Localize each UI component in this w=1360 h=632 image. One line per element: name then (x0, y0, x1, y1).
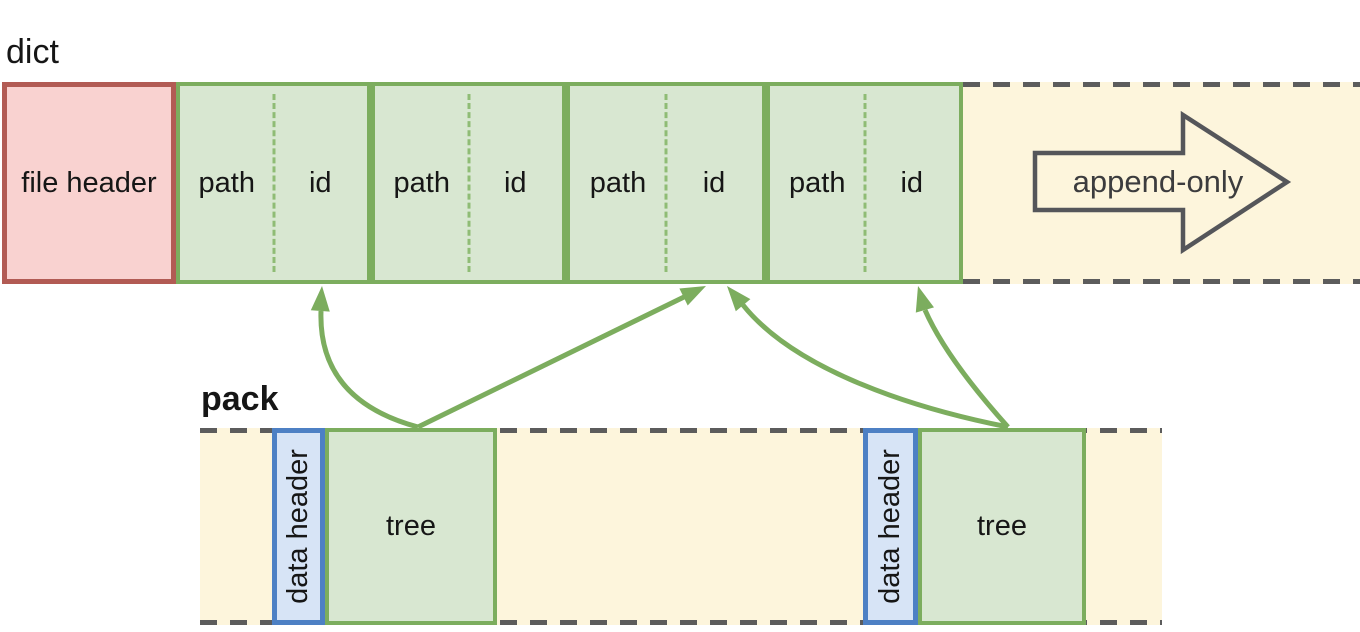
id-cell: id (865, 86, 960, 280)
ref-arrow-tree2-to-entry3-line (741, 303, 1009, 430)
path-id-divider (863, 94, 866, 272)
dict-entry-4: path id (766, 82, 963, 284)
path-label: path (589, 166, 647, 199)
file-header-label: file header (21, 166, 157, 199)
tree-label: tree (386, 510, 436, 542)
path-id-divider (664, 94, 668, 272)
ref-arrow-tree2-to-entry4-head (915, 286, 934, 313)
append-only-label: append-only (1072, 164, 1244, 199)
id-label: id (308, 166, 332, 199)
id-label: id (900, 166, 924, 199)
path-id-divider (467, 94, 470, 272)
data-header-box-1: data header (272, 428, 325, 625)
path-id-divider (272, 94, 275, 272)
id-label: id (702, 166, 726, 199)
id-cell: id (666, 86, 762, 280)
id-label: id (503, 166, 527, 199)
ref-arrow-tree1-to-entry3-head (679, 286, 706, 306)
data-header-label: data header (282, 449, 314, 604)
path-label: path (393, 166, 450, 199)
tree-label: tree (977, 510, 1027, 542)
file-header-box: file header (2, 82, 176, 284)
path-cell: path (770, 86, 865, 280)
ref-arrow-tree1-to-entry1-line (318, 310, 419, 430)
dict-section-label: dict (6, 33, 59, 71)
ref-arrow-tree2-to-entry3-head (727, 286, 751, 312)
id-cell: id (274, 86, 368, 280)
path-cell: path (375, 86, 469, 280)
dict-entry-1: path id (176, 82, 371, 284)
ref-arrow-tree2-to-entry4-line (922, 308, 1010, 429)
pack-section-label: pack (201, 380, 279, 418)
data-header-label: data header (874, 449, 906, 604)
tree-box-1: tree (325, 428, 497, 625)
path-label: path (789, 166, 846, 199)
path-cell: path (570, 86, 666, 280)
path-label: path (198, 166, 255, 199)
id-cell: id (469, 86, 563, 280)
dict-entry-2: path id (371, 82, 566, 284)
ref-arrow-tree1-to-entry1-head (310, 286, 330, 312)
tree-box-2: tree (918, 428, 1086, 625)
ref-arrow-tree1-to-entry3-line (416, 294, 686, 430)
dict-entry-3: path id (566, 82, 766, 284)
data-header-box-2: data header (863, 428, 918, 625)
path-cell: path (180, 86, 274, 280)
